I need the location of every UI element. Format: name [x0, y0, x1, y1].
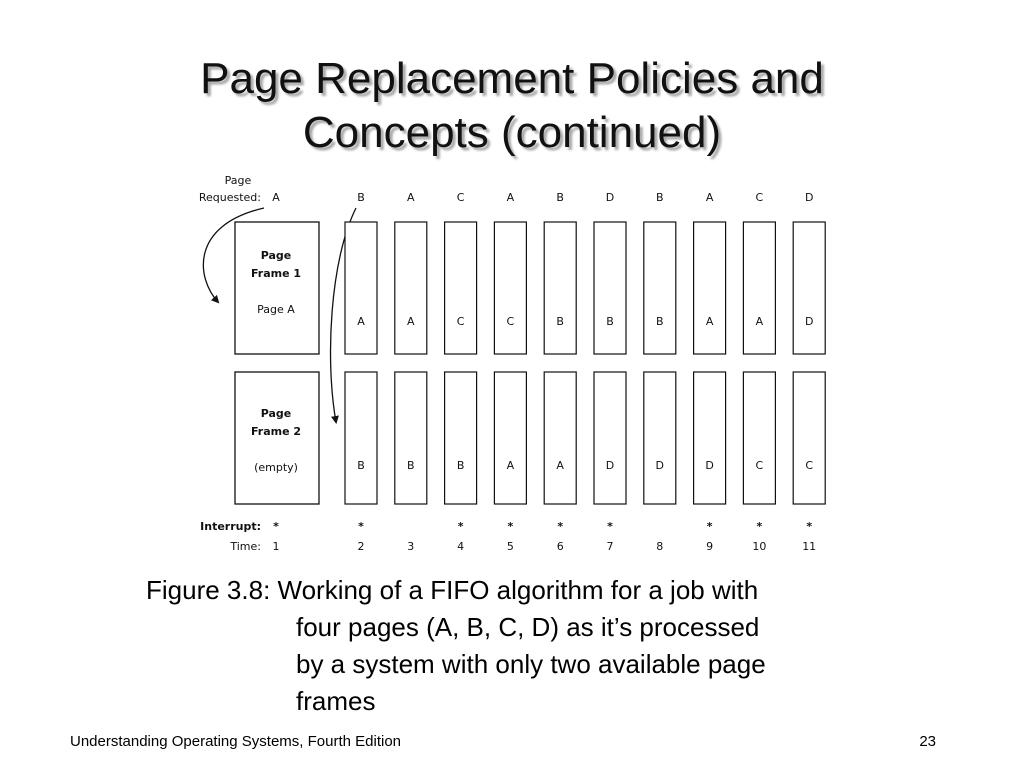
frame-1-value-4: C — [457, 315, 465, 328]
interrupt-label: Interrupt: — [200, 520, 261, 533]
time-value-4: 4 — [457, 540, 464, 553]
frame-1-value-11: D — [805, 315, 813, 328]
frame-1-value-10: A — [756, 315, 764, 328]
frame-2-cell-8 — [643, 371, 677, 505]
frame-2-cell-7 — [593, 371, 627, 505]
frame-1-cell-7 — [593, 221, 627, 355]
interrupt-mark-2: * — [358, 520, 364, 533]
frame-1-value-9: A — [706, 315, 714, 328]
interrupt-mark-4: * — [458, 520, 464, 533]
frame-1-title-line2: Frame 1 — [251, 267, 301, 280]
interrupt-mark-9: * — [707, 520, 713, 533]
frame-2-cell-6 — [543, 371, 577, 505]
frame-2-value-2: B — [357, 459, 365, 472]
frame-1-box — [234, 221, 320, 355]
columns-layer: A * 1 B * 2 A B A 3 A B C * 4 C B A * 5 C A B * 6 B A D * 7 B D B 8 B D A * 9 A… — [272, 191, 826, 553]
requested-page-7: D — [606, 191, 614, 204]
page-label: Page — [225, 174, 252, 187]
interrupt-mark-6: * — [557, 520, 563, 533]
frame-2-value-9: D — [705, 459, 713, 472]
frame-1-value-2: A — [357, 315, 365, 328]
frame-2-cell-2 — [344, 371, 378, 505]
frame-2-cell-9 — [692, 371, 727, 505]
frame-1-cell-4 — [444, 221, 478, 355]
frame-2-title-line2: Frame 2 — [251, 425, 301, 438]
frame-1-cell-11 — [792, 221, 826, 355]
frame-2-value-10: C — [756, 459, 764, 472]
frame-2-value-6: A — [556, 459, 564, 472]
time-value-8: 8 — [656, 540, 663, 553]
interrupt-mark-1: * — [273, 520, 279, 533]
time-value-2: 2 — [358, 540, 365, 553]
interrupt-mark-11: * — [806, 520, 812, 533]
frame-2-value-8: D — [656, 459, 664, 472]
requested-page-4: C — [457, 191, 465, 204]
frame-1-cell-6 — [543, 221, 577, 355]
time-value-9: 9 — [706, 540, 713, 553]
interrupt-mark-7: * — [607, 520, 613, 533]
frame-1-value-3: A — [407, 315, 415, 328]
requested-page-6: B — [556, 191, 564, 204]
caption-line-2: four pages (A, B, C, D) as it’s processe… — [296, 612, 760, 642]
slide-title: Page Replacement Policies and Concepts (… — [0, 52, 1024, 160]
caption-line-3: by a system with only two available page — [296, 649, 766, 679]
frame-2-value-11: C — [805, 459, 813, 472]
frame-1-cell-3 — [394, 221, 428, 355]
requested-page-3: A — [407, 191, 415, 204]
frame-1-cell-8 — [643, 221, 677, 355]
requested-page-2: B — [357, 191, 365, 204]
time-label: Time: — [229, 540, 261, 553]
frame-2-value-7: D — [606, 459, 614, 472]
time-value-3: 3 — [407, 540, 414, 553]
frame-1-value-5: C — [507, 315, 515, 328]
interrupt-mark-5: * — [508, 520, 514, 533]
frame-2-title-line1: Page — [261, 407, 292, 420]
frame-1-cell-10 — [742, 221, 777, 355]
requested-page-11: D — [805, 191, 813, 204]
title-line-2: Concepts (continued) — [302, 108, 722, 157]
time-value-1: 1 — [273, 540, 280, 553]
requested-label: Requested: — [199, 191, 261, 204]
frame-2-cell-5 — [493, 371, 527, 505]
time-value-7: 7 — [607, 540, 614, 553]
arrow-a-to-frame-1 — [202, 207, 265, 304]
frame-2-cell-11 — [792, 371, 826, 505]
frame-1-cell-5 — [493, 221, 527, 355]
frame-2-cell-4 — [444, 371, 478, 505]
frame-2-value-4: B — [457, 459, 465, 472]
frame-1-title-line1: Page — [261, 249, 292, 262]
frame-2-cell-3 — [394, 371, 428, 505]
frame-1-cell-9 — [692, 221, 727, 355]
frame-1-content: Page A — [257, 303, 295, 316]
frame-2-value-3: B — [407, 459, 415, 472]
frame-1-value-8: B — [656, 315, 664, 328]
time-value-11: 11 — [802, 540, 816, 553]
requested-page-1: A — [272, 191, 280, 204]
frame-2-value-5: A — [507, 459, 515, 472]
requested-page-9: A — [706, 191, 714, 204]
frame-1-cell-2 — [344, 221, 378, 355]
frame-1-value-6: B — [556, 315, 564, 328]
interrupt-mark-10: * — [757, 520, 763, 533]
time-value-5: 5 — [507, 540, 514, 553]
footer-book-title: Understanding Operating Systems, Fourth … — [70, 733, 402, 750]
time-value-10: 10 — [752, 540, 766, 553]
frame-2-content: (empty) — [254, 461, 298, 474]
time-value-6: 6 — [557, 540, 564, 553]
requested-page-10: C — [756, 191, 764, 204]
title-line-1: Page Replacement Policies and — [200, 54, 824, 103]
page-number: 23 — [919, 733, 936, 750]
frame-1-value-7: B — [606, 315, 614, 328]
requested-page-5: A — [507, 191, 515, 204]
caption-line-1: Figure 3.8: Working of a FIFO algorithm … — [146, 575, 759, 605]
caption-line-4: frames — [296, 686, 376, 716]
figure-caption: Figure 3.8: Working of a FIFO algorithm … — [146, 572, 906, 720]
requested-page-8: B — [656, 191, 664, 204]
frame-2-cell-10 — [742, 371, 777, 505]
frame-2-box — [234, 371, 320, 505]
